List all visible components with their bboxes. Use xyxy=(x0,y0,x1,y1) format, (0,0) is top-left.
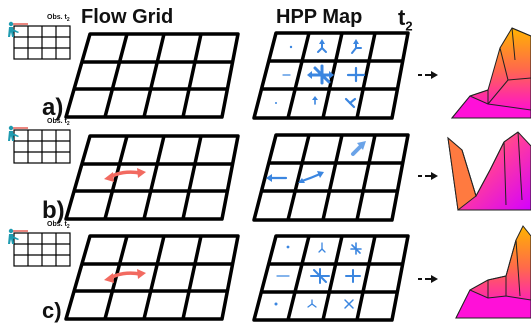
obs-inset-c: Obs. t2 xyxy=(8,221,71,267)
right-arrow-icon xyxy=(418,275,438,283)
obs-grid xyxy=(13,232,71,267)
row-label-b: b) xyxy=(42,197,65,224)
obs-label: Obs. t2 xyxy=(47,221,70,230)
double-arrow-icon xyxy=(104,269,146,283)
time-label: t2 xyxy=(398,5,413,33)
pedestrian-icon xyxy=(8,228,19,244)
surface-plot-icon xyxy=(447,131,531,211)
row-label-a: a) xyxy=(42,94,64,121)
obs-label: Obs. t2 xyxy=(47,14,70,23)
right-arrow-icon xyxy=(418,71,438,79)
flow-grid-a xyxy=(64,32,240,119)
hpp-map-title: HPP Map xyxy=(276,6,363,28)
flow-grid-title: Flow Grid xyxy=(81,6,174,28)
hpp-grid-b xyxy=(252,133,410,222)
hpp-arrows-b xyxy=(266,141,366,183)
surface-plot-icon xyxy=(455,225,531,319)
pedestrian-icon xyxy=(8,21,19,37)
flow-grid-c xyxy=(64,234,240,321)
obs-inset-b: Obs. t2 xyxy=(8,118,71,164)
hpp-grid-c xyxy=(252,234,410,322)
time-subscript: 2 xyxy=(405,18,413,34)
pedestrian-icon xyxy=(8,125,19,141)
hpp-arrows-c xyxy=(274,242,362,309)
obs-grid xyxy=(13,25,71,60)
obs-grid xyxy=(13,129,71,164)
hpp-arrows-a xyxy=(275,39,366,109)
flow-grid-b xyxy=(64,134,240,221)
obs-label: Obs. t2 xyxy=(47,118,70,127)
row-label-c: c) xyxy=(42,298,62,323)
double-arrow-icon xyxy=(104,168,146,182)
time-letter: t xyxy=(398,5,406,30)
right-arrow-icon xyxy=(418,172,438,180)
surface-plot-icon xyxy=(450,27,531,119)
obs-inset-a: Obs. t2 xyxy=(8,14,71,60)
hpp-grid-a xyxy=(252,31,410,120)
